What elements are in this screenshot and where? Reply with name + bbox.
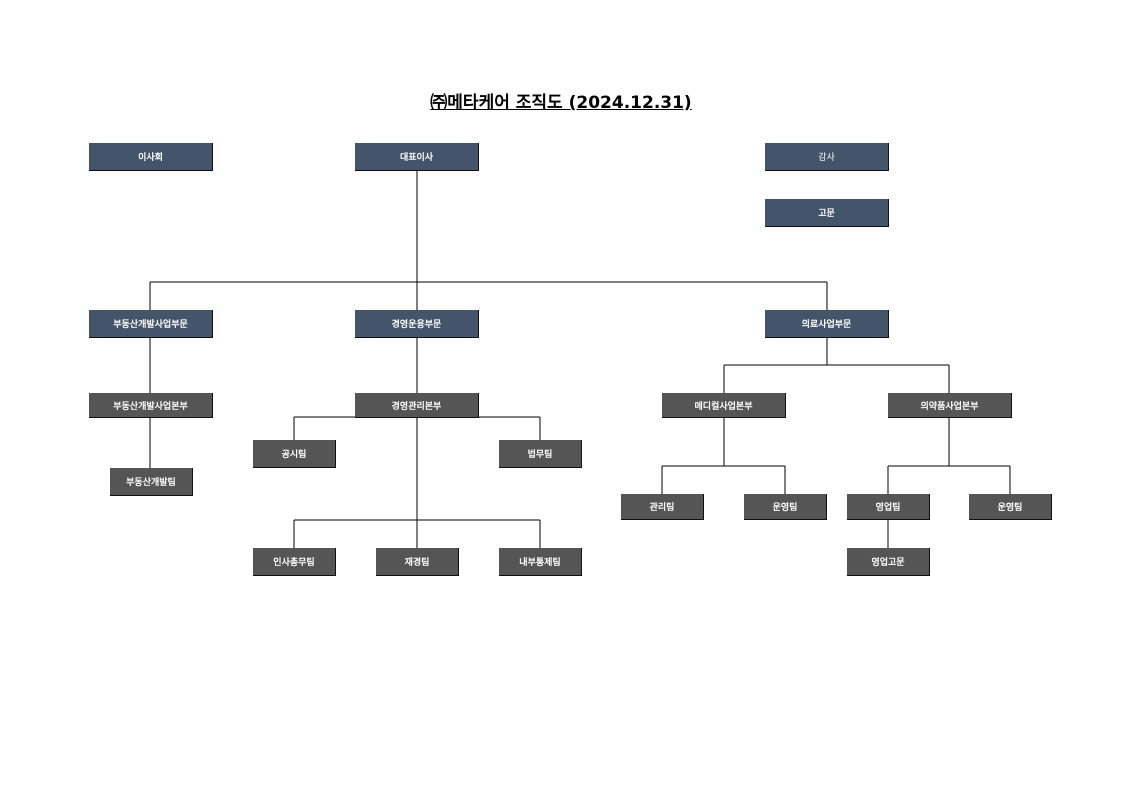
node-internal-control-team: 내부통제팀	[499, 548, 582, 576]
page-title: ㈜메타케어 조직도 (2024.12.31)	[430, 93, 692, 113]
node-real-estate-division: 부동산개발사업부문	[89, 310, 213, 338]
node-medical-ops-team: 운영팀	[744, 494, 827, 520]
node-management-hq: 경영관리본부	[355, 393, 479, 418]
node-real-estate-team: 부동산개발팀	[110, 468, 193, 496]
node-finance-team: 재경팀	[376, 548, 459, 576]
node-medical-division: 의료사업부문	[765, 310, 889, 338]
node-management-division: 경영운용부문	[355, 310, 479, 338]
node-disclosure-team: 공시팀	[253, 440, 336, 468]
node-legal-team: 법무팀	[499, 440, 582, 468]
node-ceo: 대표이사	[355, 143, 479, 171]
node-audit: 감사	[765, 143, 889, 171]
node-medical-hq: 메디컬사업본부	[662, 393, 786, 418]
node-pharma-hq: 의약품사업본부	[888, 393, 1012, 418]
node-medical-admin-team: 관리팀	[621, 494, 704, 520]
node-pharma-ops-team: 운영팀	[969, 494, 1052, 520]
node-sales-advisor: 영업고문	[847, 548, 930, 576]
node-hr-team: 인사총무팀	[253, 548, 336, 576]
node-advisor: 고문	[765, 199, 889, 227]
node-board: 이사회	[89, 143, 213, 171]
node-real-estate-hq: 부동산개발사업본부	[89, 393, 213, 418]
node-pharma-sales-team: 영업팀	[847, 494, 930, 520]
